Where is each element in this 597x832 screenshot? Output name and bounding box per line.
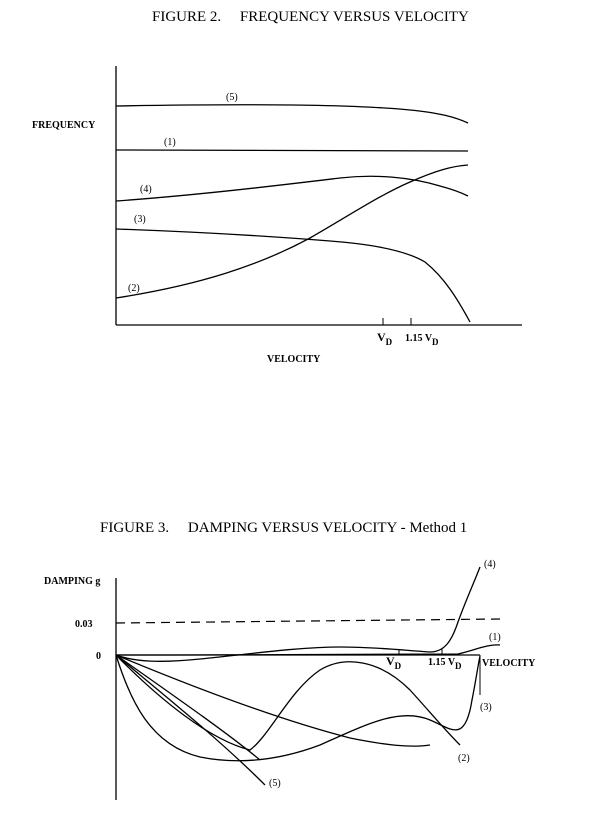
- fig3-xlabel: VELOCITY: [482, 658, 536, 669]
- fig2-series-2-label: (2): [128, 283, 140, 294]
- fig3-xtick-vd-label: VD: [386, 654, 402, 671]
- fig2-curve-2: [115, 164, 469, 299]
- fig2-series-1-label: (1): [164, 137, 176, 148]
- fig3-series-2-label: (2): [458, 753, 470, 764]
- fig2-curve-3: [115, 228, 471, 323]
- fig3-curve-2: [115, 654, 461, 751]
- figure3-chart: DAMPING g 0.03 0 VELOCITY VD 1.15 VD (4)…: [44, 559, 536, 800]
- fig2-curve-4: [115, 175, 469, 202]
- fig3-reference-line: [115, 618, 501, 624]
- fig2-xtick-vd-label: VD: [377, 330, 393, 347]
- fig3-curve-4: [115, 566, 481, 662]
- fig2-xtick-115vd-label: 1.15 VD: [405, 333, 439, 347]
- fig2-ylabel: FREQUENCY: [32, 120, 96, 131]
- fig3-series-4-label: (4): [484, 559, 496, 570]
- fig3-ytick-003: 0.03: [75, 619, 93, 630]
- fig2-series-3-label: (3): [134, 214, 146, 225]
- figure3-title: FIGURE 3. DAMPING VERSUS VELOCITY - Meth…: [100, 520, 468, 536]
- fig2-curve-1: [115, 149, 469, 152]
- fig2-xlabel: VELOCITY: [267, 354, 321, 365]
- fig3-ylabel: DAMPING g: [44, 576, 100, 587]
- fig2-series-5-label: (5): [226, 92, 238, 103]
- fig3-curve-extra-b: [115, 654, 261, 761]
- figure2-title: FIGURE 2. FREQUENCY VERSUS VELOCITY: [152, 9, 469, 25]
- fig2-series-4-label: (4): [140, 184, 152, 195]
- fig3-curve-extra-a: [115, 654, 431, 747]
- fig3-series-5-label: (5): [269, 778, 281, 789]
- fig3-ytick-0: 0: [96, 651, 101, 662]
- fig3-series-1-label: (1): [489, 632, 501, 643]
- fig3-curve-3: [115, 654, 481, 762]
- fig3-curve-5: [115, 654, 266, 786]
- fig3-xtick-115vd-label: 1.15 VD: [428, 657, 462, 671]
- fig2-curve-5: [115, 104, 469, 124]
- fig3-curve-1: [115, 644, 501, 656]
- figure2-chart: FREQUENCY VELOCITY VD 1.15 VD (5) (1) (4…: [32, 66, 522, 365]
- fig3-series-3-label: (3): [480, 702, 492, 713]
